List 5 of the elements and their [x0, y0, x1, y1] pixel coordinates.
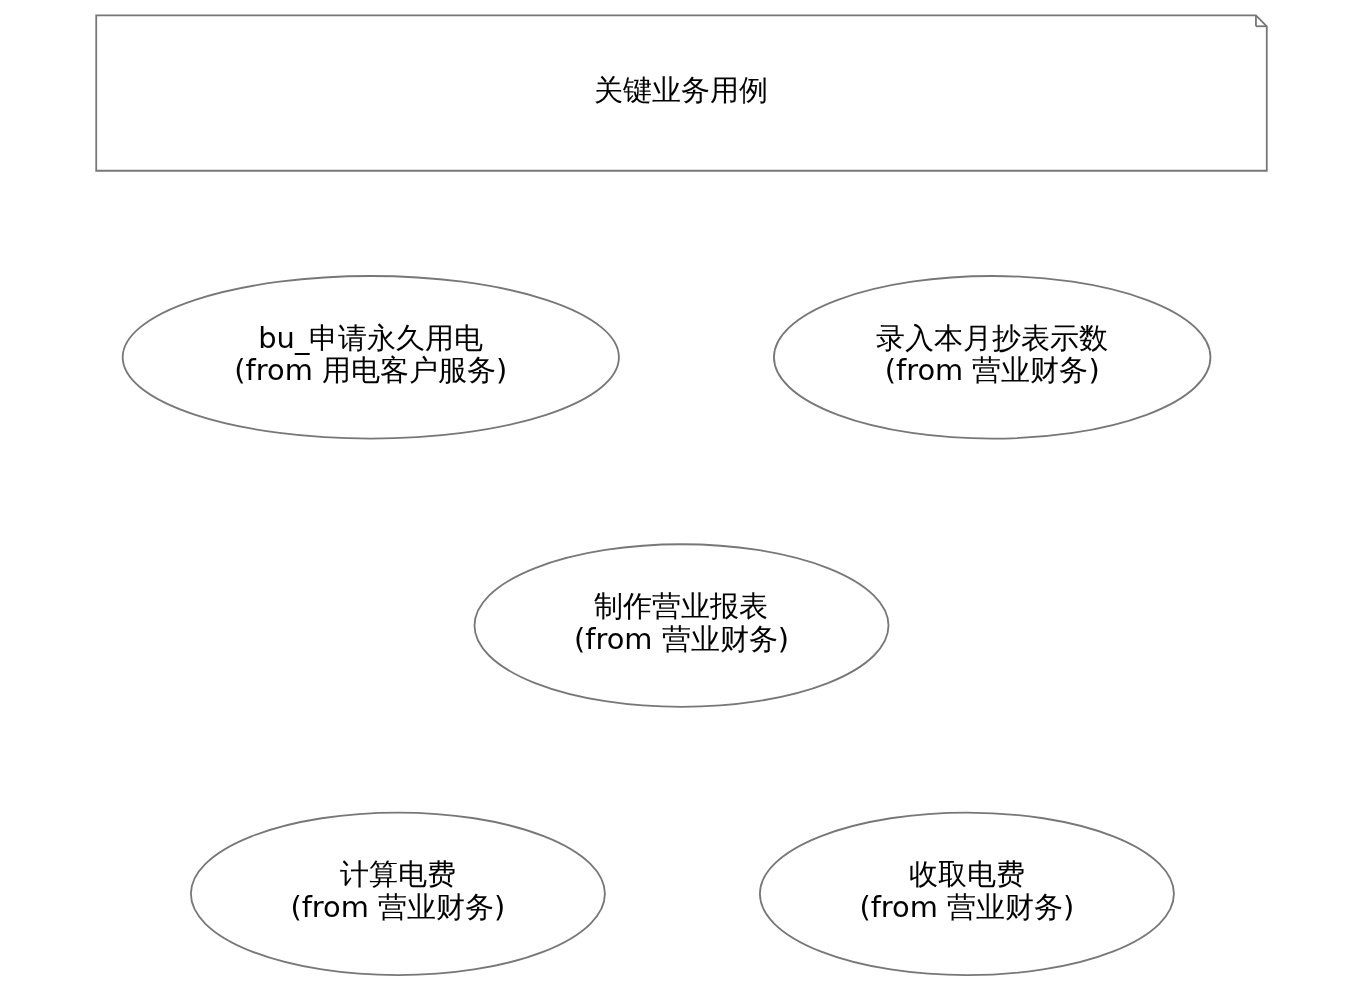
node-ellipse: 制作营业报表 (from 营业财务): [473, 543, 889, 708]
node-ellipse: 计算电费 (from 营业财务): [189, 811, 606, 977]
node-ellipse: 录入本月抄表示数 (from 营业财务): [772, 275, 1211, 440]
node-ellipse: bu_申请永久用电 (from 用电客户服务): [121, 275, 620, 440]
node-ellipse: 收取电费 (from 营业财务): [758, 811, 1175, 977]
